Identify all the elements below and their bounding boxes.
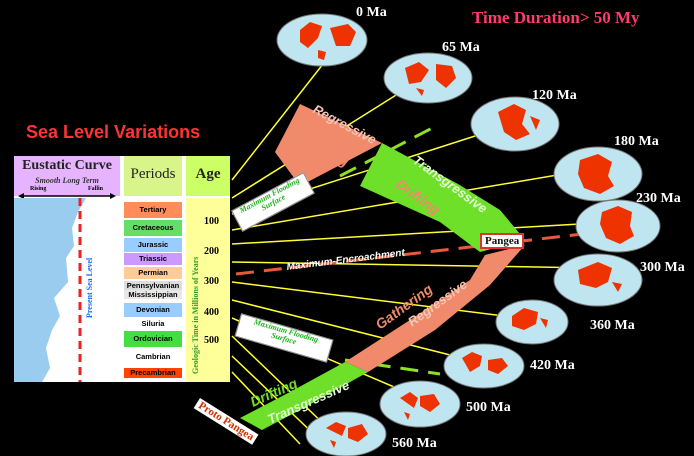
mfs-upper-dashed-line [339,123,439,178]
eustatic-title: Eustatic Curve [22,158,112,173]
age-300: 300 [204,276,219,287]
map-label-560ma: 560 Ma [392,436,437,451]
age-200: 200 [204,246,219,257]
period-cambrian: Cambrian [124,349,182,365]
globe-420ma [443,343,525,389]
age-axis-label: Geologic Time in Millions of Years [191,257,200,374]
svg-text:Geologic Time in Millions of Y: Geologic Time in Millions of Years [191,257,200,374]
map-label-360ma: 360 Ma [590,318,635,333]
map-label-0ma: 0 Ma [356,5,387,20]
period-ordovician: Ordovician [124,331,182,347]
map-label-120ma: 120 Ma [532,88,577,103]
period-devonian: Devonian [124,303,182,317]
transgressive-band-upper [360,143,525,252]
map-label-65ma: 65 Ma [442,40,480,55]
stratigraphic-chart: Eustatic Curve Smooth Long Term Rising F… [14,156,230,382]
map-label-180ma: 180 Ma [614,134,659,149]
globe-0ma [276,13,368,67]
period-triassic: Triassic [124,253,182,265]
sea-level-title: Sea Level Variations [26,122,201,142]
period-permian: Permian [124,267,182,279]
age-100: 100 [204,216,219,227]
eustatic-header [14,156,120,196]
age-column [186,198,230,382]
transgressive-band-lower [240,362,368,430]
map-label-420ma: 420 Ma [530,358,575,373]
period-jurassic: Jurassic [124,238,182,252]
globe-230ma [575,199,661,253]
paleomap-globes [276,13,661,456]
period-pennsylvanian: Pennsylvanian [124,281,182,290]
period-siluria: Siluria [124,319,182,329]
arrows [18,193,116,199]
globe-560ma [305,411,387,456]
globe-360ma [495,299,569,345]
max-encroachment-dashed-line [235,230,601,276]
age-400: 400 [204,307,219,318]
regressive-band-lower [345,245,525,372]
period-cretaceous: Cretaceous [124,220,182,236]
globe-500ma [379,380,461,428]
eustatic-curve: Present Sea Level [14,198,94,382]
map-label-230ma: 230 Ma [636,191,681,206]
regressive-band-upper [275,104,382,186]
eustatic-rising: Rising [30,186,47,192]
period-mississippian: Mississippian [124,290,182,299]
period-precambrian: Precambrian [124,368,182,378]
period-tertiary: Tertiary [124,202,182,218]
globe-300ma [553,253,643,307]
age-title: Age [195,166,221,182]
age-500: 500 [204,335,219,346]
periods-title: Periods [130,166,176,182]
globe-65ma [383,52,473,104]
label-max-encroachment: Maximum-Encroachment [286,247,406,272]
present-sea-level-label: Present Sea Level [85,257,94,318]
age-header [186,156,230,196]
map-label-500ma: 500 Ma [466,400,511,415]
map-label-300ma: 300 Ma [640,260,685,275]
globe-120ma [470,96,560,152]
eustatic-subtitle: Smooth Long Term [35,176,99,185]
periods-header [124,156,182,196]
globe-180ma [553,146,643,202]
pangea-label: Pangea [480,233,525,249]
page-title: Time Duration> 50 My [472,8,640,27]
eustatic-falling: Fallin [88,186,104,192]
